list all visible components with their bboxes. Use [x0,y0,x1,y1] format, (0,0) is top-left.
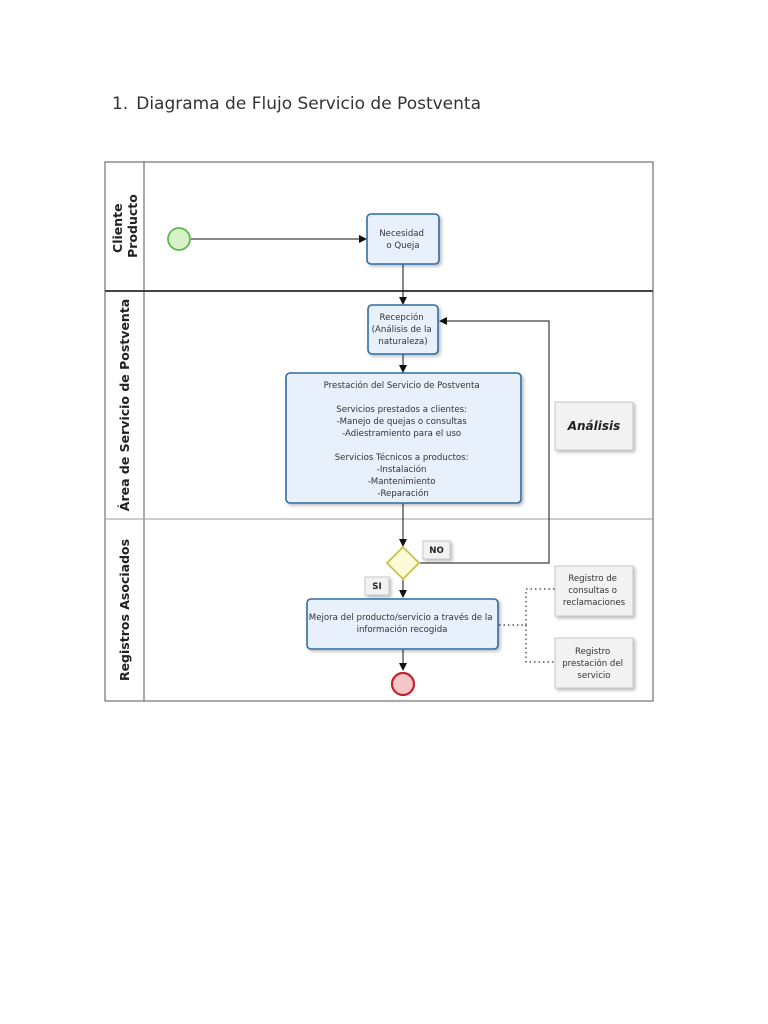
task-mejora-line-2: información recogida [357,624,448,635]
task-recepcion: Recepción (Análisis de la naturaleza) [367,304,439,355]
record-prestacion-box [554,637,634,689]
lane-label-cliente: Cliente Producto [110,194,140,258]
task-prestacion-line-3: Servicios prestados a clientes: [336,405,467,415]
label-si: SI [364,576,390,596]
association-consultas [499,588,555,626]
record-prestacion-label: Registro prestación del servicio [562,647,626,681]
annotation-analisis-box [554,401,634,451]
task-mejora-label: Mejora del producto/servicio a través de… [309,612,495,635]
lane-label-registros: Registros Asociados [117,539,132,681]
label-si-text: SI [372,582,381,592]
task-recepcion-line-1: Recepción [380,312,424,323]
task-prestacion-line-4: -Manejo de quejas o consultas [337,417,468,427]
page-heading: 1. Diagrama de Flujo Servicio de Postvent… [112,94,481,114]
end-event [390,671,416,697]
decision-gateway [385,545,421,581]
task-prestacion-line-10: -Reparación [377,488,428,499]
flow-gateway-no-loop [419,317,550,564]
annotation-analisis-label: Análisis [567,419,621,433]
heading-title: Diagrama de Flujo Servicio de Postventa [136,94,481,114]
task-prestacion-box [285,372,522,504]
start-event [167,227,191,251]
record-consultas-box [554,565,634,617]
label-no-text: NO [429,546,444,556]
task-recepcion-line-3: naturaleza) [378,337,427,347]
task-necesidad-line-1: Necesidad [379,229,424,239]
lane-label-cliente-line-1: Cliente [110,203,125,253]
lane-label-area: Área de Servicio de Postventa [117,299,132,511]
task-recepcion-label: Recepción (Análisis de la naturaleza) [372,312,435,347]
record-prestacion: Registro prestación del servicio [554,637,634,689]
task-necesidad: Necesidad o Queja [366,213,440,265]
annotation-analisis: Análisis [554,401,634,451]
lane-label-registros-line-1: Registros Asociados [117,539,132,681]
record-prestacion-line-1: Registro [575,647,610,657]
task-mejora-line-1: Mejora del producto/servicio a través de… [309,612,493,623]
lane-label-cliente-line-2: Producto [125,194,140,258]
lane-label-area-line-1: Área de Servicio de Postventa [117,299,132,511]
task-recepcion-box [367,304,439,355]
heading-number: 1. [112,94,129,114]
task-mejora: Mejora del producto/servicio a través de… [306,598,499,650]
record-consultas-line-1: Registro de [568,574,617,584]
task-recepcion-line-2: (Análisis de la [372,325,432,335]
task-prestacion-line-8: -Instalación [377,464,427,475]
task-prestacion-line-9: -Mantenimiento [368,477,436,487]
association-prestacion [525,625,555,663]
record-prestacion-line-2: prestación del [562,658,623,669]
label-no: NO [422,540,451,560]
connectors [191,235,555,671]
task-mejora-box [306,598,499,650]
task-necesidad-line-2: o Queja [386,241,419,251]
record-prestacion-line-3: servicio [577,671,610,681]
task-prestacion: Prestación del Servicio de Postventa Ser… [285,372,522,504]
record-consultas-line-3: reclamaciones [563,598,626,608]
record-consultas-line-2: consultas o [568,586,617,596]
record-consultas: Registro de consultas o reclamaciones [554,565,634,617]
task-prestacion-line-1: Prestación del Servicio de Postventa [324,380,480,391]
task-necesidad-box [366,213,440,265]
task-prestacion-line-7: Servicios Técnicos a productos: [335,452,469,463]
label-no-box [422,540,451,560]
task-prestacion-line-5: -Adiestramiento para el uso [342,429,461,439]
task-necesidad-label: Necesidad o Queja [379,229,427,251]
task-prestacion-label: Prestación del Servicio de Postventa Ser… [324,380,483,499]
record-consultas-label: Registro de consultas o reclamaciones [563,574,626,608]
label-si-box [364,576,390,596]
